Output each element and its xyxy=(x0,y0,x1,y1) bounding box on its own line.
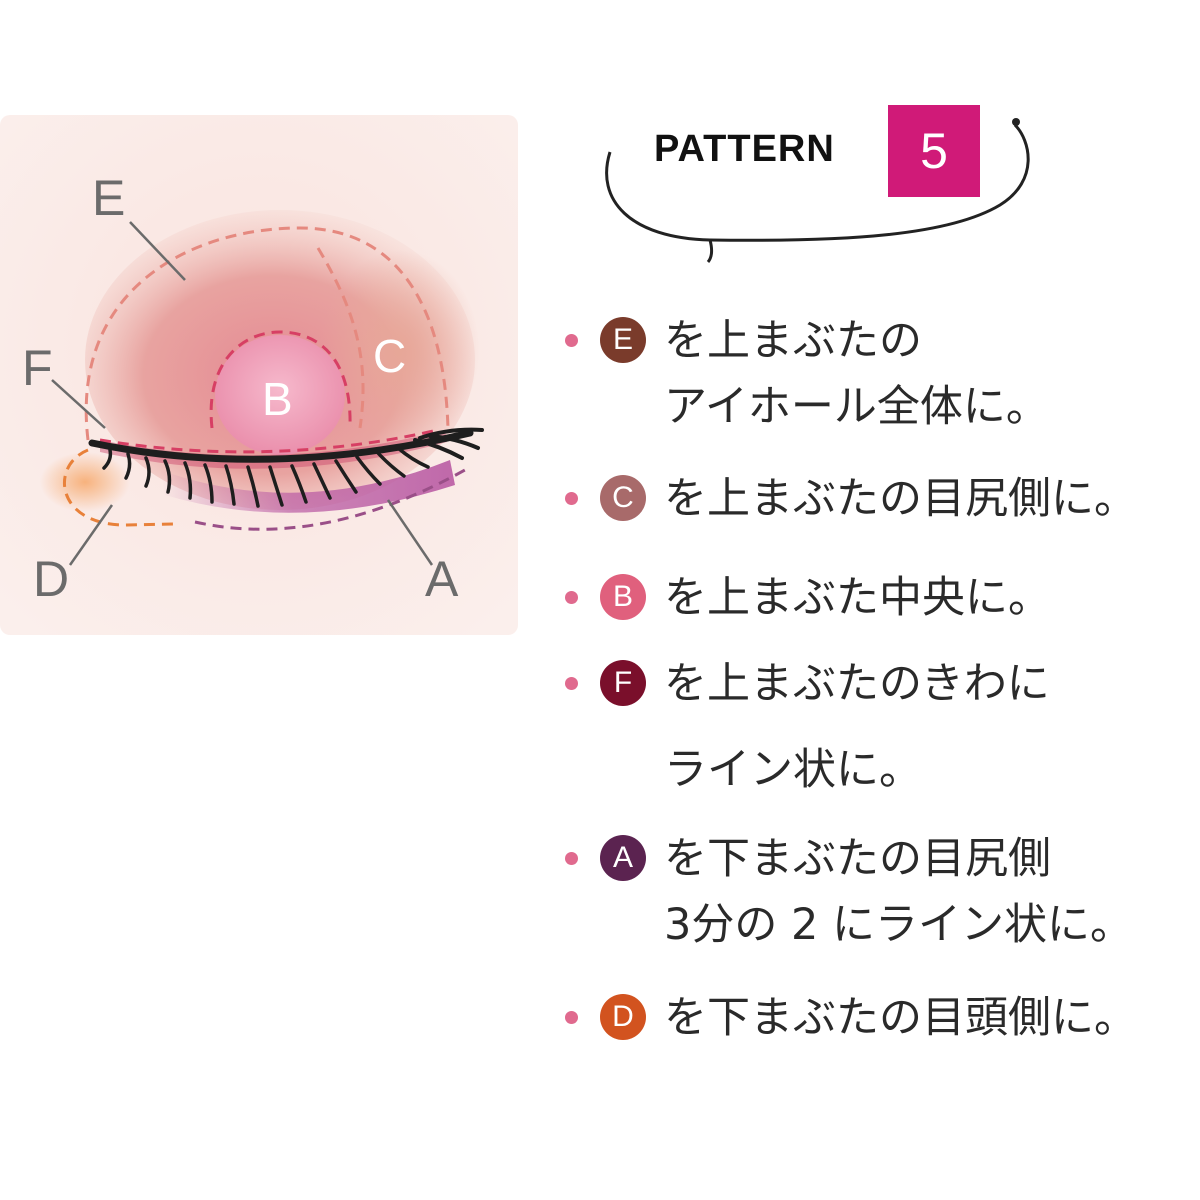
step-f: F を上まぶたのきわに ライン状に。 xyxy=(565,651,1050,803)
zone-label-a: A xyxy=(425,551,459,607)
step-line: を下まぶたの目頭側に。 xyxy=(664,993,1137,1043)
bullet-dot xyxy=(565,852,578,865)
eye-diagram: E F D A B C xyxy=(0,110,530,710)
leader-lines xyxy=(51,221,434,566)
step-line: を下まぶたの目尻側 xyxy=(664,834,1051,884)
zone-label-b: B xyxy=(262,373,293,425)
step-text: を下まぶたの目尻側 3分の 2 にライン状に。 xyxy=(664,826,1133,958)
zone-b-outline xyxy=(209,330,352,429)
zone-f-outline xyxy=(99,428,439,454)
lower-lashes xyxy=(102,446,430,508)
step-line: 3分の 2 にライン状に。 xyxy=(664,900,1134,950)
step-badge-e: E xyxy=(600,317,646,363)
leader-d xyxy=(68,504,114,566)
step-text: を上まぶたの アイホール全体に。 xyxy=(664,308,1049,440)
pattern-title: PATTERN xyxy=(654,128,835,170)
bullet-dot xyxy=(565,591,578,604)
step-text: を上まぶたの目尻側に。 xyxy=(664,466,1137,532)
upper-lashes xyxy=(413,427,484,460)
step-line: を上まぶたのきわに xyxy=(664,659,1050,709)
bullet-dot xyxy=(565,492,578,505)
zone-label-f: F xyxy=(22,340,53,396)
zone-label-e: E xyxy=(92,170,125,226)
bullet-dot xyxy=(565,1011,578,1024)
bullet-dot xyxy=(565,677,578,690)
zone-e-outline xyxy=(84,226,450,441)
step-badge-c: C xyxy=(600,475,646,521)
pattern-number-badge: 5 xyxy=(888,105,980,197)
step-line: アイホール全体に。 xyxy=(664,382,1049,432)
step-badge-d: D xyxy=(600,994,646,1040)
step-a: A を下まぶたの目尻側 3分の 2 にライン状に。 xyxy=(565,826,1133,958)
step-text: を上まぶたのきわに ライン状に。 xyxy=(664,651,1050,803)
step-badge-f: F xyxy=(600,660,646,706)
step-text: を上まぶた中央に。 xyxy=(664,565,1051,631)
step-badge-b: B xyxy=(600,574,646,620)
zone-c-outline xyxy=(316,247,365,429)
zone-b-shade xyxy=(215,335,345,455)
leader-f xyxy=(51,379,106,429)
leader-a xyxy=(386,499,434,566)
step-c: C を上まぶたの目尻側に。 xyxy=(565,466,1137,532)
step-line: を上まぶたの目尻側に。 xyxy=(664,474,1137,524)
step-text: を下まぶたの目頭側に。 xyxy=(664,985,1137,1051)
zone-c-shade xyxy=(320,250,480,450)
zone-d-shade xyxy=(40,452,130,512)
zone-label-d: D xyxy=(33,551,69,607)
bullet-dot xyxy=(565,334,578,347)
lash-line xyxy=(88,429,474,463)
leader-e xyxy=(129,221,186,281)
step-line: を上まぶたの xyxy=(664,316,922,366)
pattern-bracket xyxy=(605,118,1030,263)
eye-diagram-svg: E F D A B C xyxy=(0,115,518,635)
zone-label-c: C xyxy=(373,330,406,382)
step-d: D を下まぶたの目頭側に。 xyxy=(565,985,1137,1051)
step-line: ライン状に。 xyxy=(664,745,922,795)
zone-a-outline xyxy=(194,468,466,531)
zone-d-outline xyxy=(63,448,176,527)
step-line: を上まぶた中央に。 xyxy=(664,573,1051,623)
step-e: E を上まぶたの アイホール全体に。 xyxy=(565,308,1049,440)
step-badge-a: A xyxy=(600,835,646,881)
step-b: B を上まぶた中央に。 xyxy=(565,565,1051,631)
